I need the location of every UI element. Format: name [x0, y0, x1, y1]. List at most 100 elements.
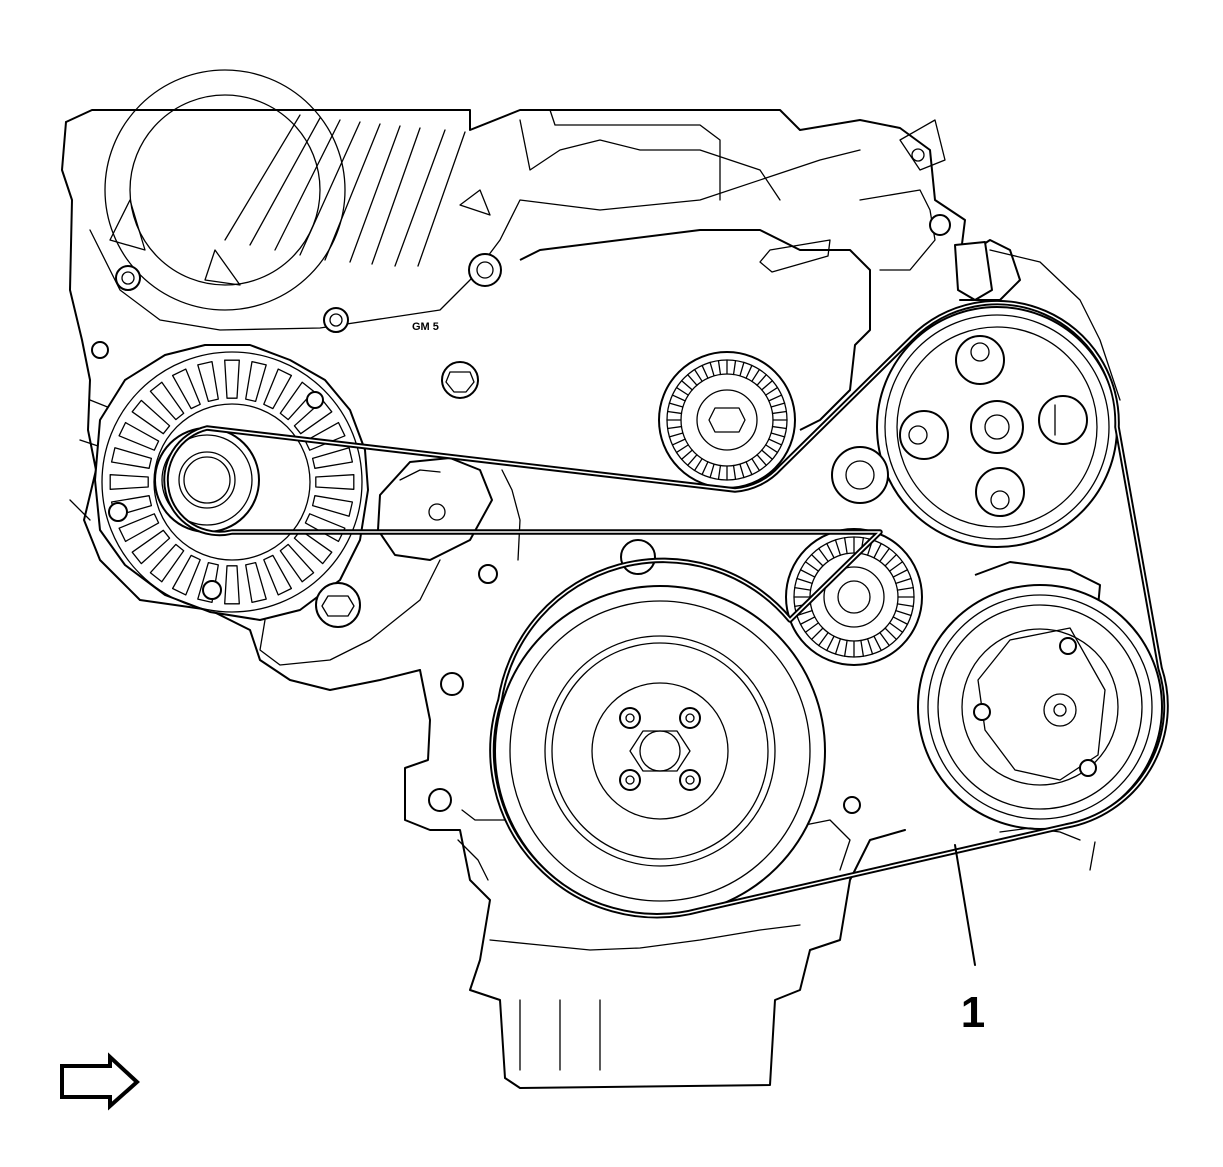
alternator-fin — [109, 474, 149, 490]
alternator-fin — [131, 529, 171, 565]
pulley-rib — [888, 561, 904, 572]
pulley-rib — [765, 444, 779, 454]
pulley-rib — [668, 432, 684, 438]
pulley-rib — [888, 622, 904, 633]
pulley-rib — [860, 639, 865, 657]
alternator-fin — [263, 368, 293, 410]
pulley-rib — [810, 553, 824, 567]
pulley-rib — [804, 561, 820, 572]
alternator-fin — [304, 513, 346, 543]
pulley-rib — [826, 635, 835, 652]
pulley-rib — [896, 603, 914, 608]
pulley-rib — [745, 461, 753, 476]
callout: 1 — [954, 844, 985, 1037]
pulley-rib — [681, 380, 693, 391]
pulley-rib — [756, 454, 767, 466]
crankshaft-balancer — [494, 539, 826, 917]
pulley-rib — [666, 425, 683, 430]
pulley-rib — [768, 438, 783, 446]
power-steering-pulley — [876, 249, 1121, 548]
pulley-rib — [751, 368, 761, 382]
alternator-fin — [118, 421, 160, 451]
pulley-rib — [745, 364, 753, 379]
callout-number: 1 — [961, 988, 985, 1037]
pulley-rib — [701, 364, 709, 379]
ac-compressor — [917, 561, 1163, 830]
pulley-rib — [681, 449, 693, 460]
pulley-rib — [671, 438, 686, 446]
pulley-rib — [675, 386, 689, 396]
alternator-fin — [311, 447, 354, 469]
alternator-fin — [149, 543, 185, 583]
bolt-icon — [91, 341, 109, 359]
pulley-rib — [810, 627, 824, 641]
bolt-icon — [115, 265, 141, 291]
pulley-rib — [709, 361, 715, 377]
pulley-rib — [732, 464, 737, 481]
pulley-rib — [671, 394, 686, 402]
pulley-rib — [687, 454, 698, 466]
pulley-rib — [879, 631, 890, 647]
pulley-rib — [675, 444, 689, 454]
pulley-rib — [818, 547, 829, 563]
pulley-rib — [709, 463, 715, 479]
pulley-rib — [768, 394, 783, 402]
upper-idler-pulley — [658, 351, 796, 489]
front-of-vehicle-arrow-icon — [60, 1052, 140, 1111]
alternator-fin — [149, 381, 185, 421]
pulley-rib — [732, 359, 737, 376]
pulley-rib — [804, 622, 820, 633]
alternator-fin — [263, 554, 293, 596]
pulley-rib — [761, 380, 773, 391]
pulley-rib — [818, 631, 829, 647]
bolt-icon — [323, 307, 349, 333]
alternator-fin — [131, 399, 171, 435]
pulley-rib — [751, 458, 761, 472]
alternator-fin — [293, 529, 333, 565]
pulley-rib — [892, 616, 909, 625]
pulley-rib — [794, 586, 812, 591]
pulley-rib — [879, 547, 890, 563]
pulley-rib — [739, 463, 745, 479]
pulley-rib — [693, 458, 703, 472]
alternator-fin — [224, 565, 240, 605]
pulley-rib — [892, 569, 909, 578]
pulley-rib — [687, 374, 698, 386]
pulley-rib — [796, 577, 813, 585]
tensioner-bracket — [377, 457, 521, 561]
pulley-rib — [866, 638, 874, 655]
pulley-rib — [834, 638, 842, 655]
pulley-rib — [843, 639, 848, 657]
alternator-fin — [279, 543, 315, 583]
pulley-rib — [770, 432, 786, 438]
pulley-rib — [895, 577, 912, 585]
pulley-rib — [771, 410, 788, 415]
pulley-rib — [668, 402, 684, 408]
alternator-fin — [245, 360, 267, 403]
pulley-rib — [717, 359, 722, 376]
engine-marking: GM 5 — [412, 321, 439, 333]
pulley-rib — [895, 609, 912, 617]
alternator-fin — [197, 360, 219, 403]
pulley-rib — [884, 553, 898, 567]
pulley-ribs — [666, 359, 788, 481]
bolt-icon — [440, 672, 464, 696]
pulley-rib — [873, 542, 882, 559]
pulley-rib — [884, 627, 898, 641]
pulley-rib — [771, 425, 788, 430]
alternator-fin — [118, 513, 160, 543]
alternator-fin — [171, 368, 201, 410]
alternator-fin — [245, 561, 267, 604]
pulley-rib — [761, 449, 773, 460]
pulley-rib — [826, 542, 835, 559]
pulley-rib — [896, 586, 914, 591]
pulley-rib — [796, 609, 813, 617]
bolt-icon — [468, 253, 502, 287]
alternator-fin — [171, 554, 201, 596]
alternator-fin — [224, 359, 240, 399]
pulley-rib — [666, 410, 683, 415]
alternator-fin — [110, 447, 153, 469]
pulley-rib — [843, 537, 848, 555]
drive-belt — [163, 299, 1169, 919]
